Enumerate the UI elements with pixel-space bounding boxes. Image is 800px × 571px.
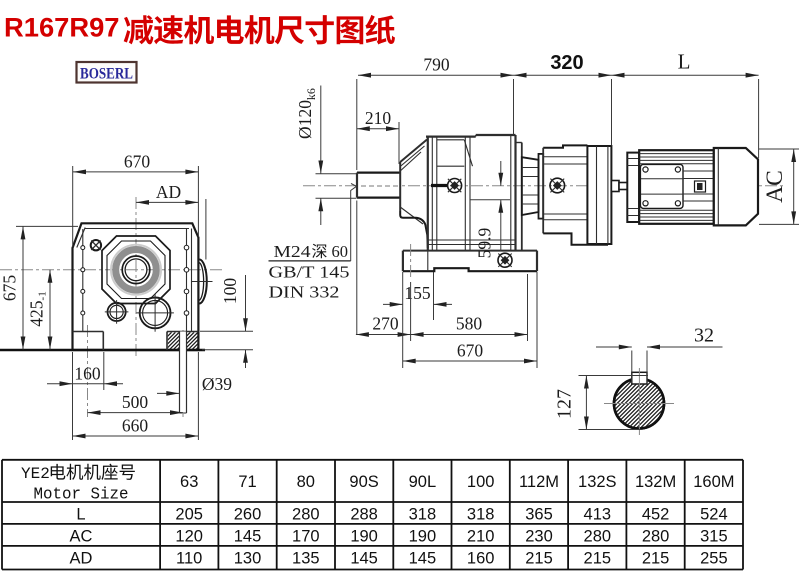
svg-text:210: 210 (365, 108, 392, 128)
svg-text:132M: 132M (635, 473, 676, 491)
svg-text:Ø120k6: Ø120k6 (295, 88, 318, 139)
svg-text:Ø39: Ø39 (202, 374, 232, 394)
svg-text:315: 315 (700, 528, 728, 546)
svg-text:288: 288 (350, 506, 378, 524)
svg-text:215: 215 (525, 550, 553, 568)
svg-text:112M: 112M (519, 473, 559, 491)
svg-text:160: 160 (74, 364, 101, 384)
svg-text:790: 790 (423, 55, 450, 75)
svg-text:190: 190 (409, 528, 437, 546)
svg-text:DIN 332: DIN 332 (269, 283, 340, 302)
svg-text:670: 670 (124, 152, 151, 172)
svg-text:Motor Size: Motor Size (34, 485, 129, 504)
svg-text:YE2: YE2 (21, 465, 50, 483)
svg-text:80: 80 (297, 473, 315, 491)
svg-text:255: 255 (700, 550, 728, 568)
svg-text:205: 205 (175, 506, 203, 524)
svg-text:280: 280 (292, 506, 320, 524)
svg-text:M24: M24 (274, 242, 311, 261)
svg-text:145: 145 (350, 550, 378, 568)
svg-text:675: 675 (0, 275, 20, 302)
svg-text:GB/T 145: GB/T 145 (269, 263, 350, 282)
svg-text:145: 145 (234, 528, 262, 546)
svg-text:160: 160 (467, 550, 495, 568)
svg-text:210: 210 (467, 528, 495, 546)
svg-text:365: 365 (525, 506, 553, 524)
svg-text:BOSERL: BOSERL (80, 65, 133, 82)
svg-text:32: 32 (694, 325, 714, 347)
svg-text:132S: 132S (578, 473, 617, 491)
svg-text:145: 145 (409, 550, 437, 568)
svg-text:AC: AC (762, 170, 788, 203)
svg-text:452: 452 (642, 506, 670, 524)
svg-text:318: 318 (409, 506, 437, 524)
svg-text:660: 660 (122, 416, 149, 436)
svg-text:110: 110 (176, 550, 202, 568)
svg-text:320: 320 (550, 52, 583, 74)
svg-text:AD: AD (156, 182, 181, 202)
svg-text:190: 190 (350, 528, 378, 546)
svg-text:120: 120 (175, 528, 203, 546)
svg-text:71: 71 (238, 473, 256, 491)
svg-text:160M: 160M (693, 473, 734, 491)
svg-text:280: 280 (584, 528, 612, 546)
svg-text:AD: AD (70, 550, 93, 568)
svg-text:135: 135 (292, 550, 320, 568)
svg-text:260: 260 (234, 506, 262, 524)
svg-text:59.9: 59.9 (475, 227, 495, 258)
svg-text:170: 170 (292, 528, 320, 546)
svg-text:127: 127 (554, 389, 576, 419)
svg-text:L: L (76, 506, 85, 524)
svg-text:AC: AC (70, 528, 93, 546)
svg-text:230: 230 (525, 528, 553, 546)
svg-text:318: 318 (467, 506, 495, 524)
svg-text:100: 100 (467, 473, 495, 491)
svg-text:270: 270 (372, 314, 399, 334)
svg-text:215: 215 (584, 550, 612, 568)
svg-text:90S: 90S (349, 473, 378, 491)
svg-text:60: 60 (332, 242, 349, 261)
svg-text:L: L (678, 50, 691, 74)
svg-text:90L: 90L (409, 473, 437, 491)
svg-text:524: 524 (700, 506, 728, 524)
svg-text:580: 580 (456, 314, 483, 334)
svg-text:413: 413 (584, 506, 612, 524)
svg-text:280: 280 (642, 528, 670, 546)
svg-text:63: 63 (180, 473, 198, 491)
svg-text:670: 670 (457, 341, 484, 361)
svg-text:155: 155 (404, 283, 431, 303)
svg-text:215: 215 (642, 550, 670, 568)
svg-text:500: 500 (122, 392, 149, 412)
svg-text:100: 100 (220, 278, 240, 305)
svg-text:130: 130 (234, 550, 262, 568)
svg-text:R167R97: R167R97 (4, 13, 120, 43)
